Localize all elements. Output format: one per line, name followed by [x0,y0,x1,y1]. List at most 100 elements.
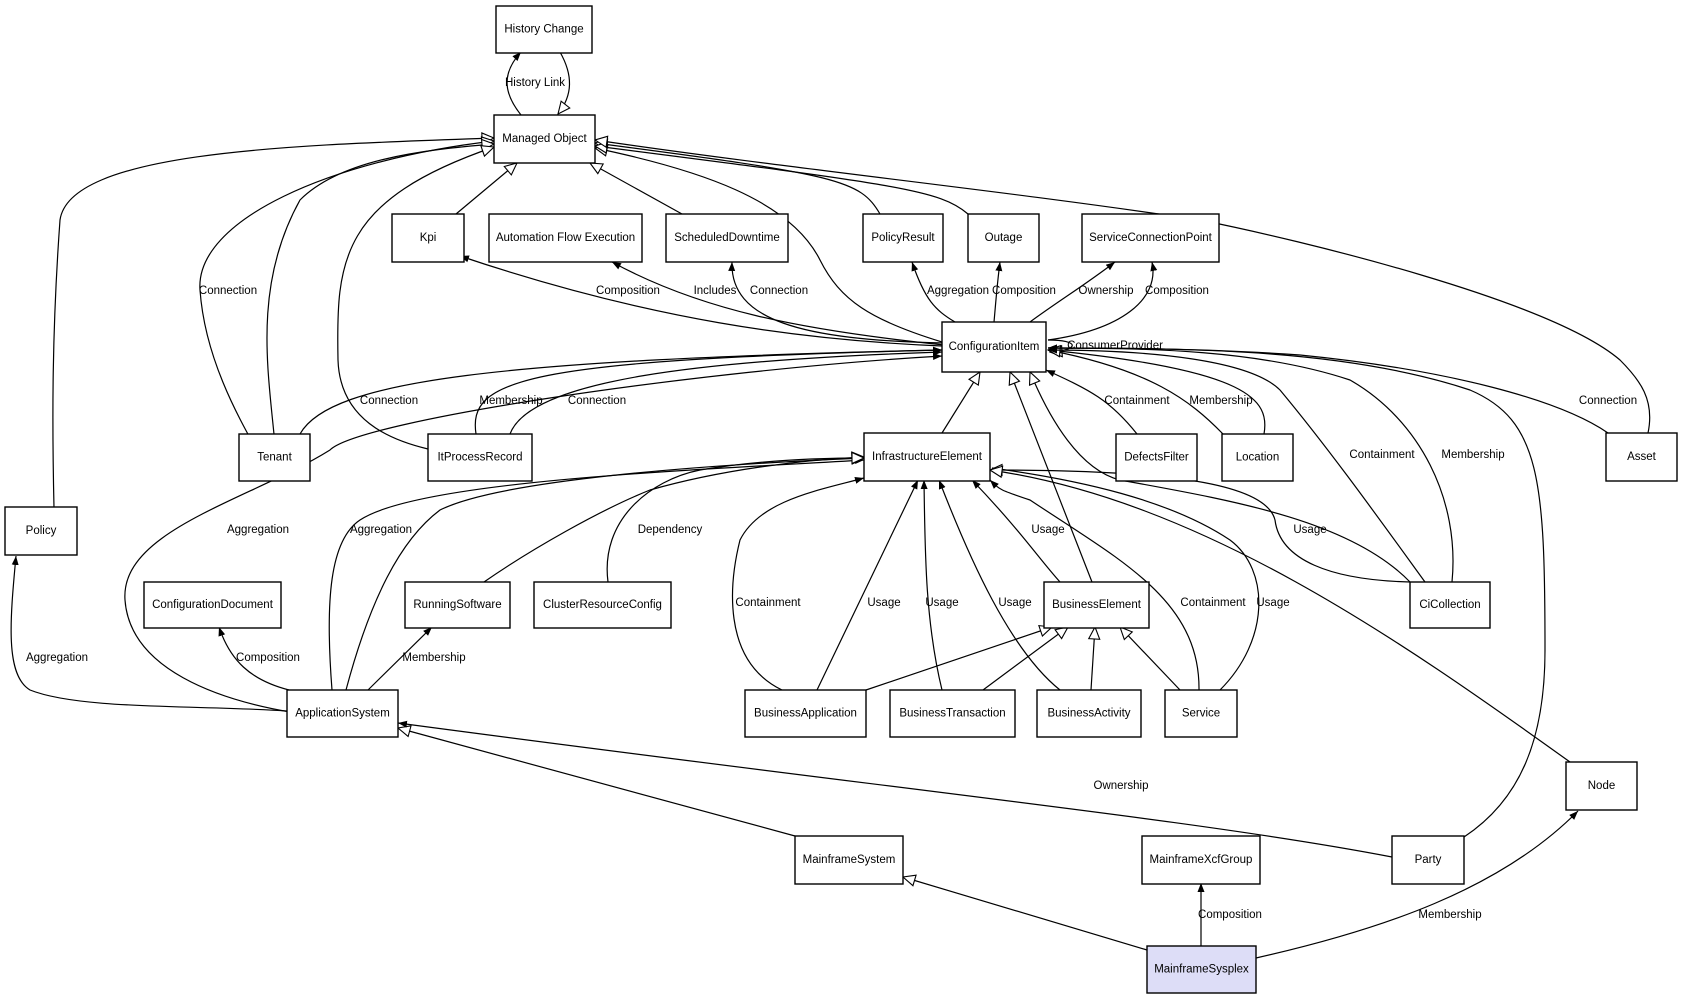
node-defects-filter[interactable]: DefectsFilter [1115,433,1198,482]
node-party-label: Party [1415,854,1442,866]
edge-history-inherit [558,51,570,114]
label-aggregation-policy: Aggregation [26,652,88,664]
node-tenant-label: Tenant [257,452,292,464]
label-connection-asset: Connection [1579,395,1637,407]
node-it-process-record[interactable]: ItProcessRecord [427,433,533,482]
node-managed-object[interactable]: Managed Object [493,114,596,164]
node-crc-label: ClusterResourceConfig [543,599,662,611]
node-mainframe-xcf-group[interactable]: MainframeXcfGroup [1141,835,1261,885]
label-containment-df: Containment [1104,395,1170,407]
edge-ci-sd [728,261,945,344]
edge-itpr-ci-conn [509,348,943,435]
label-connection-tenant-ci: Connection [360,395,418,407]
node-configuration-item[interactable]: ConfigurationItem [941,321,1047,373]
edge-svc-be [1120,627,1181,691]
edge-sysplex-node [1255,810,1579,959]
node-node[interactable]: Node [1565,761,1638,811]
edge-ie-ci [941,372,980,434]
label-membership-rs: Membership [402,652,465,664]
node-rs-label: RunningSoftware [413,599,501,611]
label-usage-be: Usage [1031,524,1064,536]
node-business-element[interactable]: BusinessElement [1043,581,1150,629]
edge-bact-ie [938,479,1061,691]
node-mainframe-system[interactable]: MainframeSystem [794,835,904,885]
label-aggregation-pr: Aggregation [927,285,989,297]
label-ownership-scp: Ownership [1079,285,1134,297]
node-policy[interactable]: Policy [4,506,78,556]
label-composition-xcf: Composition [1198,909,1262,921]
edge-ci-scp-comp [1047,261,1158,341]
label-connection-itpr: Connection [568,395,626,407]
node-location[interactable]: Location [1221,433,1294,482]
edge-itpr-mo [337,147,494,450]
edge-cic-ci-usage [1030,372,1411,583]
label-composition-outage: Composition [992,285,1056,297]
node-ci-label: ConfigurationItem [949,341,1040,353]
edge-cic-ie [990,470,1411,583]
label-usage-ba: Usage [867,597,900,609]
edge-tenant-mo-connection [199,141,494,457]
node-tenant[interactable]: Tenant [238,433,311,482]
label-membership-loc: Membership [1189,395,1252,407]
edge-history-link [506,51,522,116]
label-usage-cic: Usage [1293,524,1326,536]
edge-svc-ie-cont [989,479,1200,691]
node-app-label: ApplicationSystem [295,708,390,720]
node-be-label: BusinessElement [1052,599,1142,611]
edge-ba-ie-usage [816,479,919,691]
node-party[interactable]: Party [1391,835,1465,885]
label-consumer-provider: ConsumerProvider [1067,340,1163,352]
label-ownership-party: Ownership [1094,780,1149,792]
node-policy-result[interactable]: PolicyResult [862,213,944,263]
node-automation-flow-execution[interactable]: Automation Flow Execution [488,213,643,263]
edge-kpi-mo [455,163,517,215]
node-business-application[interactable]: BusinessApplication [744,689,867,738]
node-business-transaction[interactable]: BusinessTransaction [889,689,1016,738]
node-cluster-resource-config[interactable]: ClusterResourceConfig [533,581,672,629]
node-policy-label: Policy [26,525,57,537]
node-ie-label: InfrastructureElement [872,451,983,463]
node-df-label: DefectsFilter [1124,452,1189,464]
edge-ci-afe [611,261,945,346]
label-membership-node: Membership [1418,909,1481,921]
edge-app-ie-aggr [328,457,865,691]
node-application-system[interactable]: ApplicationSystem [286,689,399,738]
node-asset[interactable]: Asset [1605,432,1678,482]
node-scp-label: ServiceConnectionPoint [1089,232,1213,244]
node-managed-object-label: Managed Object [502,133,587,145]
node-history-change-label: History Change [504,24,583,36]
node-cic-label: CiCollection [1419,599,1480,611]
node-infrastructure-element[interactable]: InfrastructureElement [863,432,991,482]
label-composition-scp: Composition [1145,285,1209,297]
label-history-link: History Link [505,77,565,89]
node-afe-label: Automation Flow Execution [496,232,635,244]
node-scheduled-downtime[interactable]: ScheduledDowntime [665,213,789,263]
node-running-software[interactable]: RunningSoftware [404,581,511,629]
node-history-change[interactable]: History Change [495,5,593,54]
node-kpi[interactable]: Kpi [391,213,465,263]
node-outage[interactable]: Outage [967,213,1040,263]
label-membership-itpr: Membership [479,395,542,407]
node-ci-collection[interactable]: CiCollection [1409,581,1491,629]
edge-app-rs [367,626,433,691]
node-mainframe-sysplex[interactable]: MainframeSysplex [1146,945,1257,994]
edge-ci-pr [911,261,956,323]
edge-crc-ie [606,458,864,583]
node-service[interactable]: Service [1164,689,1238,738]
edge-policy-mo [52,138,494,509]
edge-ci-mo [595,148,943,343]
node-cd-label: ConfigurationDocument [152,599,274,611]
node-business-activity[interactable]: BusinessActivity [1036,689,1142,738]
label-containment-svc: Containment [1180,597,1246,609]
node-configuration-document[interactable]: ConfigurationDocument [143,581,282,629]
node-service-connection-point[interactable]: ServiceConnectionPoint [1081,213,1220,263]
node-bt-label: BusinessTransaction [899,708,1005,720]
label-aggregation-app-ie: Aggregation [350,524,412,536]
edge-party-app [397,720,1393,858]
label-composition-kpi: Composition [596,285,660,297]
edge-itpr-ci-mem [474,346,943,435]
edge-be-ie [971,479,1061,583]
label-containment-ba: Containment [735,597,801,609]
edge-bt-be [982,627,1068,691]
